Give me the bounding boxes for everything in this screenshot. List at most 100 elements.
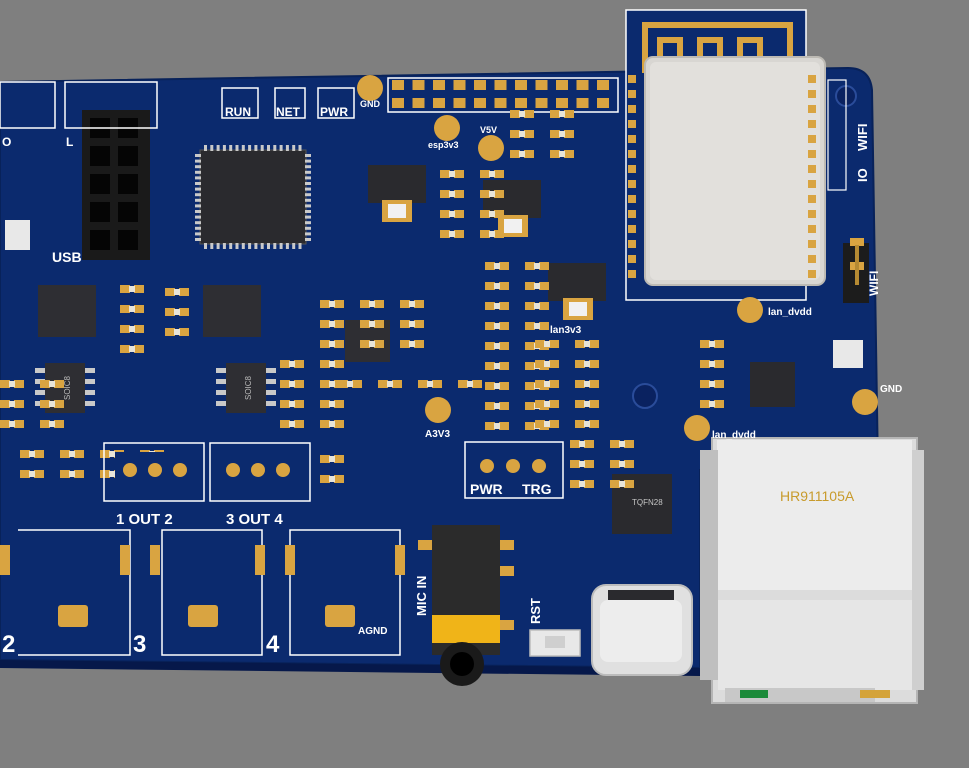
smd-pad bbox=[539, 302, 549, 310]
smd-pad bbox=[499, 302, 509, 310]
smd-pad bbox=[525, 342, 535, 350]
mcu-pin bbox=[195, 154, 201, 157]
mcu-pin bbox=[241, 145, 245, 151]
smd-pad bbox=[320, 320, 330, 328]
smd-body bbox=[9, 401, 15, 407]
smd-pad bbox=[334, 400, 344, 408]
mcu-pin bbox=[305, 170, 311, 174]
smd-pad bbox=[485, 422, 495, 430]
mcu-pin bbox=[305, 238, 311, 241]
smd-pad bbox=[134, 345, 144, 353]
smd-pad bbox=[700, 380, 710, 388]
mcu-pin bbox=[254, 145, 258, 151]
smd-pad bbox=[120, 305, 130, 313]
mcu-pin bbox=[305, 232, 311, 236]
top-pad bbox=[392, 80, 404, 90]
smd-pad bbox=[0, 380, 10, 388]
mcu-pin bbox=[305, 204, 311, 208]
soic-pin bbox=[266, 390, 276, 395]
mcu-pin bbox=[305, 187, 311, 191]
smd-body bbox=[289, 401, 295, 407]
smd-body bbox=[449, 231, 455, 237]
smd-pad bbox=[352, 380, 362, 388]
lan-dvdd-top-label: lan_dvdd bbox=[768, 307, 812, 318]
header-hole bbox=[90, 146, 110, 166]
smd-pad bbox=[624, 460, 634, 468]
wifi-pad bbox=[628, 135, 636, 143]
smd-pad bbox=[610, 480, 620, 488]
rst-button bbox=[529, 629, 581, 657]
mcu-pin bbox=[248, 243, 252, 249]
top-pad-row bbox=[387, 77, 619, 113]
smd-pad bbox=[485, 382, 495, 390]
wifi-pad bbox=[808, 150, 816, 158]
run-led-label: RUN bbox=[225, 105, 251, 119]
out12-label: 1 OUT 2 bbox=[116, 511, 173, 528]
mcu-pin bbox=[279, 243, 283, 249]
wifi-pad bbox=[808, 195, 816, 203]
mcu-pin bbox=[204, 243, 207, 249]
smd-body bbox=[534, 323, 540, 329]
mcu-pin bbox=[229, 145, 233, 151]
smd-body bbox=[494, 343, 500, 349]
chip-soic-left-label: SOIC8 bbox=[63, 375, 72, 400]
mcu-pin bbox=[305, 226, 311, 230]
smd-body bbox=[579, 441, 585, 447]
mcu-pin bbox=[254, 243, 258, 249]
pin-header-2x5 bbox=[82, 110, 150, 260]
smd-pad bbox=[440, 210, 450, 218]
mcu-pin bbox=[305, 165, 311, 169]
smd-body bbox=[489, 191, 495, 197]
soic-pin bbox=[216, 379, 226, 384]
out34-label: 3 OUT 4 bbox=[226, 511, 283, 528]
smd-pad bbox=[100, 470, 110, 478]
smd-pad bbox=[480, 210, 490, 218]
smd-body bbox=[619, 461, 625, 467]
wifi-pad bbox=[628, 180, 636, 188]
smd-body bbox=[409, 321, 415, 327]
smd-pad bbox=[714, 380, 724, 388]
smd-pad bbox=[280, 380, 290, 388]
mcu-pin bbox=[195, 221, 201, 225]
silkscreen-outlines bbox=[0, 81, 564, 656]
smd-body bbox=[544, 361, 550, 367]
smd-pad bbox=[575, 420, 585, 428]
smd-pad bbox=[550, 150, 560, 158]
pcb-board-edge bbox=[0, 660, 700, 676]
mcu-pin bbox=[305, 182, 311, 185]
mcu-pin bbox=[305, 198, 311, 202]
smd-pad bbox=[624, 480, 634, 488]
smd-pad bbox=[360, 300, 370, 308]
smd-body bbox=[174, 289, 180, 295]
mcu-pin bbox=[235, 243, 239, 249]
smd-pad bbox=[549, 340, 559, 348]
mcu-pin bbox=[305, 154, 311, 157]
mcu-pin bbox=[260, 145, 264, 151]
smd-body bbox=[489, 211, 495, 217]
white-components bbox=[5, 220, 863, 368]
wifi-pad bbox=[628, 165, 636, 173]
soic-pin bbox=[85, 368, 95, 373]
smd-pad bbox=[165, 328, 175, 336]
header-hole bbox=[118, 202, 138, 222]
top-pad bbox=[453, 98, 466, 108]
smd-pad bbox=[549, 400, 559, 408]
gnd-top-label: GND bbox=[360, 99, 381, 109]
smd-pad bbox=[334, 475, 344, 483]
smd-pad bbox=[414, 320, 424, 328]
smd-pad bbox=[320, 300, 330, 308]
wifi-module bbox=[625, 9, 826, 301]
smd-pad bbox=[14, 400, 24, 408]
smd-body bbox=[409, 301, 415, 307]
soic-pin bbox=[216, 368, 226, 373]
smd-pad bbox=[60, 450, 70, 458]
mcu-pin bbox=[305, 215, 311, 219]
smd-pad bbox=[392, 380, 402, 388]
top-pad bbox=[576, 98, 589, 108]
smd-pad bbox=[458, 380, 468, 388]
smd-pad bbox=[120, 345, 130, 353]
passive-components bbox=[0, 110, 724, 488]
smd-pad bbox=[454, 230, 464, 238]
smd-pad bbox=[454, 190, 464, 198]
mcu-pin bbox=[195, 204, 201, 208]
